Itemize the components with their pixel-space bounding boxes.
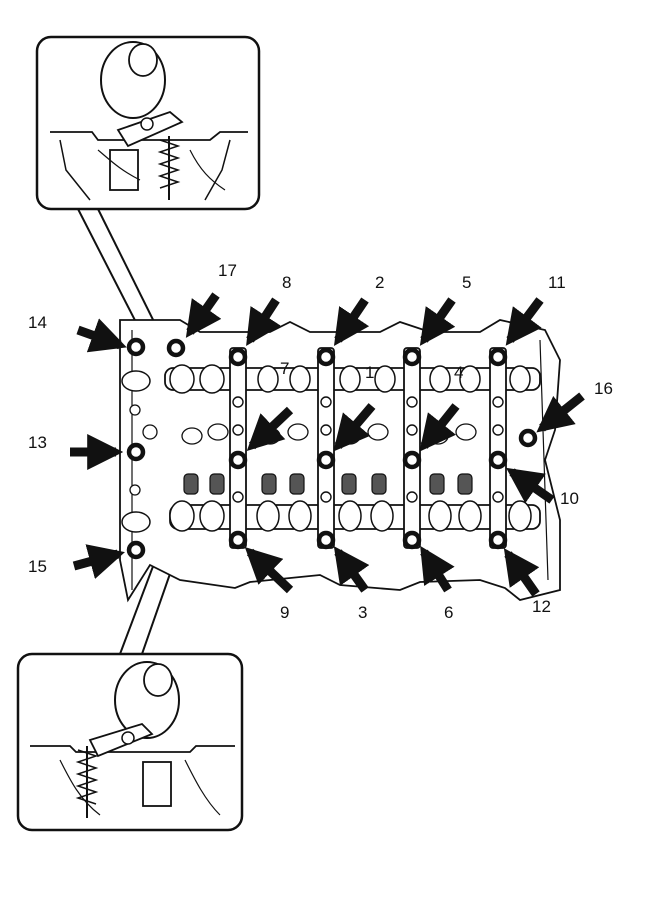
label-7: 7 (280, 359, 289, 378)
bolt-7 (228, 450, 248, 470)
arrow-5 (419, 297, 456, 346)
bolt-3 (316, 530, 336, 550)
bolt-12 (488, 530, 508, 550)
bolt-15 (126, 540, 146, 560)
label-14: 14 (28, 313, 47, 332)
arrow-3 (333, 546, 370, 593)
bolt-2 (316, 347, 336, 367)
label-9: 9 (280, 603, 289, 622)
callout-arrows (70, 292, 585, 597)
bolt-5 (402, 347, 422, 367)
label-3: 3 (358, 603, 367, 622)
arrow-7 (246, 406, 294, 451)
label-5: 5 (462, 273, 471, 292)
bolt-6 (402, 530, 422, 550)
arrow-4 (419, 403, 460, 452)
bolt-1 (316, 450, 336, 470)
bolt-11 (488, 347, 508, 367)
arrow-11 (505, 297, 544, 346)
bolt-13 (126, 442, 146, 462)
bolt-4 (402, 450, 422, 470)
bolt-10 (488, 450, 508, 470)
label-6: 6 (444, 603, 453, 622)
arrow-2 (333, 297, 370, 346)
label-13: 13 (28, 433, 47, 452)
arrow-16 (536, 392, 585, 433)
cylinder-head (119, 319, 561, 603)
arrow-6 (420, 545, 455, 593)
label-11: 11 (548, 273, 566, 292)
label-17: 17 (218, 261, 237, 280)
arrow-10 (506, 467, 555, 504)
arrow-17 (185, 292, 222, 338)
arrow-1 (333, 403, 376, 452)
bolt-17 (166, 338, 186, 358)
top-detail-inset (35, 35, 261, 211)
arrow-14 (76, 318, 127, 353)
arrow-15 (72, 544, 125, 579)
label-16: 16 (594, 379, 613, 398)
arrow-12 (503, 548, 540, 597)
bolt-markers (126, 337, 538, 560)
label-1: 1 (365, 363, 374, 382)
label-12: 12 (532, 597, 551, 616)
bolt-8 (228, 347, 248, 367)
bolt-16 (518, 428, 538, 448)
label-4: 4 (454, 363, 463, 382)
label-10: 10 (560, 489, 579, 508)
bolt-9 (228, 530, 248, 550)
bolt-14 (126, 337, 146, 357)
bottom-detail-inset (16, 652, 244, 832)
callout-labels: 17 8 2 5 11 14 7 1 4 16 13 10 15 12 9 3 … (28, 261, 613, 622)
arrow-8 (246, 297, 281, 347)
label-15: 15 (28, 557, 47, 576)
label-8: 8 (282, 273, 291, 292)
arrow-9 (244, 547, 294, 594)
label-2: 2 (375, 273, 384, 292)
